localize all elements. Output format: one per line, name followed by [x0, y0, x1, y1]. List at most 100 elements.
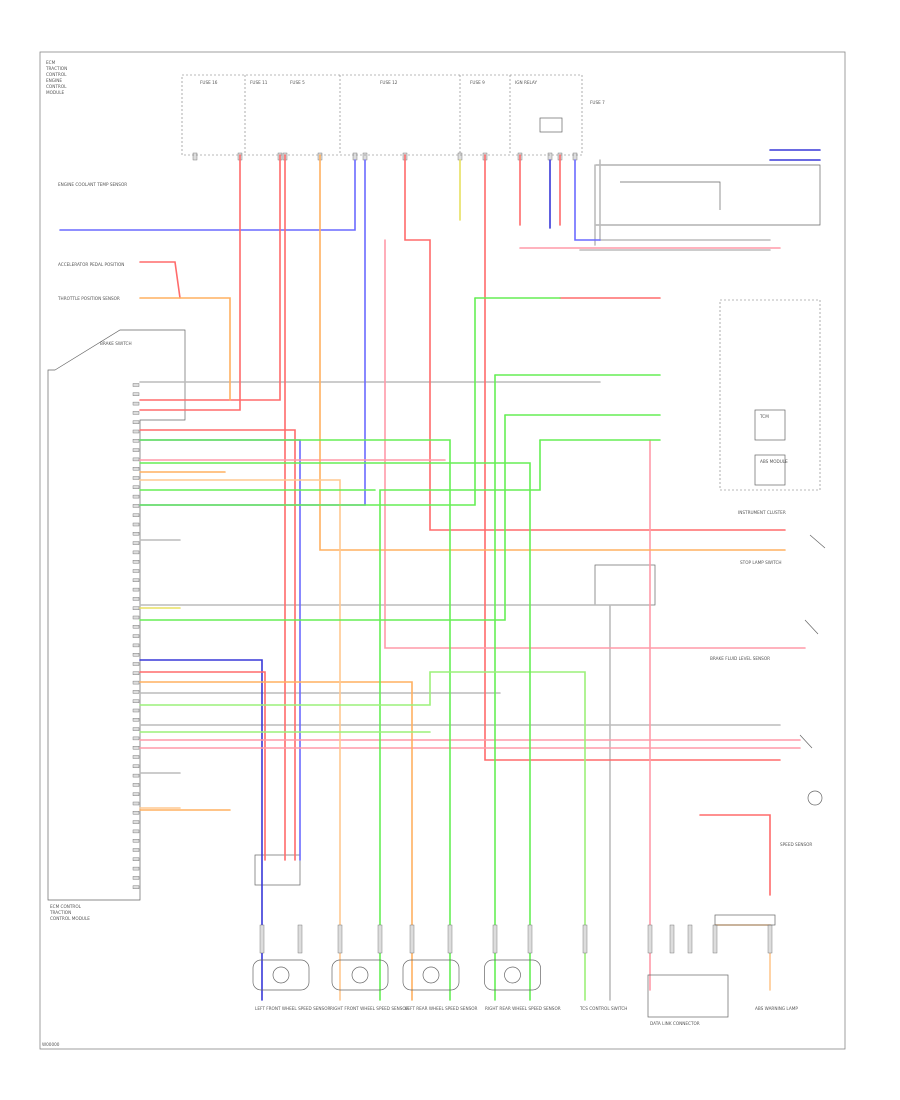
- wire-red-11: [139, 261, 181, 299]
- ecm-pin: [132, 532, 140, 536]
- svg-text:BRAKE SWITCH: BRAKE SWITCH: [100, 341, 132, 346]
- fuse-block-outline: [181, 74, 583, 156]
- svg-text:TCS CONTROL SWITCH: TCS CONTROL SWITCH: [579, 1006, 627, 1011]
- ecm-pin: [132, 857, 140, 861]
- wire-blue-top: [59, 159, 356, 231]
- svg-text:INSTRUMENT CLUSTER: INSTRUMENT CLUSTER: [738, 510, 786, 515]
- ecm-pin: [132, 522, 140, 527]
- wire-gray-2: [599, 159, 771, 241]
- tcm-box: [754, 409, 786, 441]
- fuse-terminal: [192, 152, 198, 161]
- diagram-frame: [39, 51, 846, 1050]
- ecm-module-outline: [47, 329, 186, 901]
- wire-green-9: [379, 439, 541, 1001]
- ecm-pin: [132, 848, 140, 852]
- ecm-footer: ECM CONTROL TRACTION CONTROL MODULE: [49, 904, 90, 921]
- ecm-pin: [132, 801, 140, 806]
- right-top-connector: [595, 164, 821, 226]
- ecm-pin: [132, 634, 140, 638]
- svg-text:FUSE 7: FUSE 7: [590, 100, 605, 105]
- top-component-labels: FUSE 16 FUSE 11 FUSE 5 FUSE 12 FUSE 9 IG…: [200, 80, 605, 105]
- wire-blue-ecm2: [139, 159, 366, 506]
- svg-text:ENGINE: ENGINE: [46, 78, 62, 83]
- ecm-pin: [132, 560, 140, 564]
- ecm-pin: [132, 541, 140, 545]
- ecm-pin: [132, 392, 140, 396]
- ecm-pin: [132, 653, 140, 657]
- ecm-pin: [132, 708, 140, 713]
- wires: [59, 149, 821, 1001]
- connector-terminal: [767, 924, 773, 954]
- ecm-pin: [132, 876, 140, 880]
- ecm-pin: [132, 755, 140, 759]
- ecm-pin: [132, 746, 140, 750]
- wire-green-7: [139, 414, 506, 621]
- ecm-pin: [132, 578, 140, 582]
- svg-text:LEFT FRONT WHEEL SPEED SENSOR: LEFT FRONT WHEEL SPEED SENSOR: [255, 1006, 331, 1011]
- ecm-pin: [132, 429, 140, 434]
- svg-text:SPEED SENSOR: SPEED SENSOR: [780, 842, 812, 847]
- connector-terminal: [669, 924, 675, 954]
- ecm-pin: [132, 383, 140, 387]
- abs-lamp-connector: [714, 914, 776, 926]
- ecm-pin: [132, 411, 140, 415]
- wheel-speed-sensor: [252, 959, 310, 991]
- svg-text:STOP LAMP SWITCH: STOP LAMP SWITCH: [740, 560, 782, 565]
- fuse-terminal: [572, 152, 578, 161]
- fuse-terminal: [457, 152, 463, 161]
- wire-green-1: [139, 439, 451, 1001]
- svg-text:FUSE 9: FUSE 9: [470, 80, 485, 85]
- ecm-pin: [132, 811, 140, 815]
- svg-text:FUSE 16: FUSE 16: [200, 80, 218, 85]
- abs-module-box: [754, 454, 786, 486]
- ecm-pin: [132, 885, 140, 889]
- connector-terminal: [297, 924, 303, 954]
- ecm-pin: [132, 792, 140, 796]
- ecm-pin: [132, 643, 140, 648]
- ecm-pin: [132, 625, 140, 629]
- svg-text:RIGHT FRONT WHEEL SPEED SENSOR: RIGHT FRONT WHEEL SPEED SENSOR: [330, 1006, 409, 1011]
- ecm-pin: [132, 569, 140, 573]
- svg-text:FUSE 12: FUSE 12: [380, 80, 398, 85]
- ecm-pin: [132, 615, 140, 620]
- wire-blue-lower: [139, 659, 263, 1001]
- svg-text:CONTROL: CONTROL: [46, 72, 67, 77]
- svg-text:BRAKE FLUID LEVEL SENSOR: BRAKE FLUID LEVEL SENSOR: [710, 656, 770, 661]
- ecm-pin: [132, 764, 140, 768]
- fuse-terminal: [352, 152, 358, 161]
- wire-green-10: [139, 671, 586, 1001]
- bottom-component-labels: LEFT FRONT WHEEL SPEED SENSOR RIGHT FRON…: [255, 1006, 798, 1026]
- module-center-1: [594, 564, 656, 606]
- ecm-pin: [132, 680, 140, 685]
- ecm-pin: [132, 866, 140, 871]
- ecm-pin: [132, 504, 140, 508]
- left-component-labels: ENGINE COOLANT TEMP SENSOR ACCELERATOR P…: [57, 182, 132, 346]
- wire-orange-4: [139, 681, 413, 1001]
- wire-red-1: [139, 154, 241, 411]
- svg-text:ECM CONTROL: ECM CONTROL: [50, 904, 82, 909]
- wire-blue-top-right2: [574, 159, 601, 241]
- connector-terminal: [492, 924, 498, 954]
- ecm-pin: [132, 597, 140, 601]
- ecm-pin: [132, 690, 140, 694]
- wire-orange-7: [714, 924, 771, 991]
- ecm-pin: [132, 513, 140, 517]
- ecm-pin: [132, 476, 140, 480]
- ecm-pin: [132, 736, 140, 741]
- connector-terminal: [687, 924, 693, 954]
- svg-text:LEFT REAR WHEEL SPEED SENSOR: LEFT REAR WHEEL SPEED SENSOR: [405, 1006, 478, 1011]
- svg-text:ABS WARNING LAMP: ABS WARNING LAMP: [755, 1006, 798, 1011]
- ecm-pin: [132, 485, 140, 489]
- svg-text:DATA LINK CONNECTOR: DATA LINK CONNECTOR: [650, 1021, 700, 1026]
- ecm-pin: [132, 448, 140, 452]
- wire-red-10: [699, 814, 771, 896]
- wire-gray-4: [139, 604, 611, 1001]
- ecm-pin: [132, 550, 140, 555]
- connector-terminal: [409, 924, 415, 954]
- ecm-pin: [132, 783, 140, 787]
- wire-orange-1: [319, 154, 786, 551]
- wire-pink-1: [384, 239, 806, 649]
- connector-terminal: [582, 924, 588, 954]
- svg-text:TRACTION: TRACTION: [49, 910, 71, 915]
